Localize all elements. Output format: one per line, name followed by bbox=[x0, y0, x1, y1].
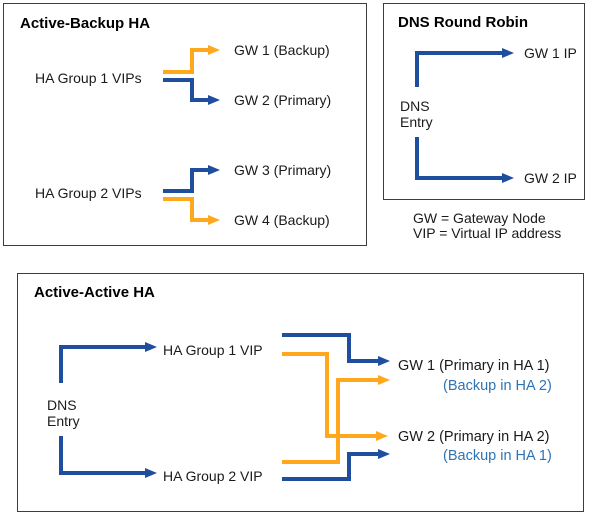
active-active-box bbox=[17, 273, 584, 512]
gw1-backup-ha2-label: (Backup in HA 2) bbox=[443, 378, 552, 394]
gw2-primary-ha2-label: GW 2 (Primary in HA 2) bbox=[398, 429, 550, 445]
legend-gw: GW = Gateway Node bbox=[413, 210, 546, 226]
gw2-ip-label: GW 2 IP bbox=[524, 170, 577, 186]
arrow-hagroup2vip-to-gw1 bbox=[282, 375, 390, 464]
arrow-hagroup2vip-to-gw2 bbox=[282, 449, 390, 481]
gw1-backup-label: GW 1 (Backup) bbox=[234, 42, 330, 58]
arrow-hagroup1vip-to-gw2 bbox=[282, 352, 388, 441]
arrow-dns-to-hagroup1vip bbox=[59, 342, 157, 383]
dns-entry-aa-line1: DNS bbox=[47, 397, 77, 413]
ha-group-1-vip-label: HA Group 1 VIP bbox=[163, 342, 263, 358]
dns-entry-aa-line2: Entry bbox=[47, 413, 80, 429]
arrow-dns-to-gw1ip bbox=[415, 48, 514, 87]
active-active-title: Active-Active HA bbox=[34, 284, 155, 301]
arrow-dns-to-gw2ip bbox=[415, 137, 514, 183]
arrow-dns-to-hagroup2vip bbox=[59, 436, 157, 478]
dns-round-robin-box bbox=[383, 3, 585, 200]
ha-group-2-vips-label: HA Group 2 VIPs bbox=[35, 185, 142, 201]
ha-group-2-vip-label: HA Group 2 VIP bbox=[163, 468, 263, 484]
dns-round-robin-title: DNS Round Robin bbox=[398, 14, 528, 31]
dns-entry-label-line2: Entry bbox=[400, 114, 433, 130]
arrow-hagroup1vip-to-gw1 bbox=[282, 333, 390, 366]
dns-entry-label-line1: DNS bbox=[400, 98, 430, 114]
legend-vip: VIP = Virtual IP address bbox=[413, 225, 562, 241]
arrow-hagroup1-to-gw2 bbox=[163, 78, 220, 105]
active-backup-title: Active-Backup HA bbox=[20, 15, 151, 32]
gw3-primary-label: GW 3 (Primary) bbox=[234, 162, 332, 178]
gw1-primary-ha1-label: GW 1 (Primary in HA 1) bbox=[398, 358, 550, 374]
gw2-backup-ha1-label: (Backup in HA 1) bbox=[443, 448, 552, 464]
ha-group-1-vips-label: HA Group 1 VIPs bbox=[35, 70, 142, 86]
gw2-primary-label: GW 2 (Primary) bbox=[234, 92, 332, 108]
arrow-hagroup2-to-gw3 bbox=[163, 165, 220, 193]
gw4-backup-label: GW 4 (Backup) bbox=[234, 212, 330, 228]
active-backup-box bbox=[3, 3, 367, 246]
gw1-ip-label: GW 1 IP bbox=[524, 45, 577, 61]
arrow-hagroup2-to-gw4 bbox=[163, 197, 220, 225]
arrow-hagroup1-to-gw1 bbox=[163, 45, 220, 74]
